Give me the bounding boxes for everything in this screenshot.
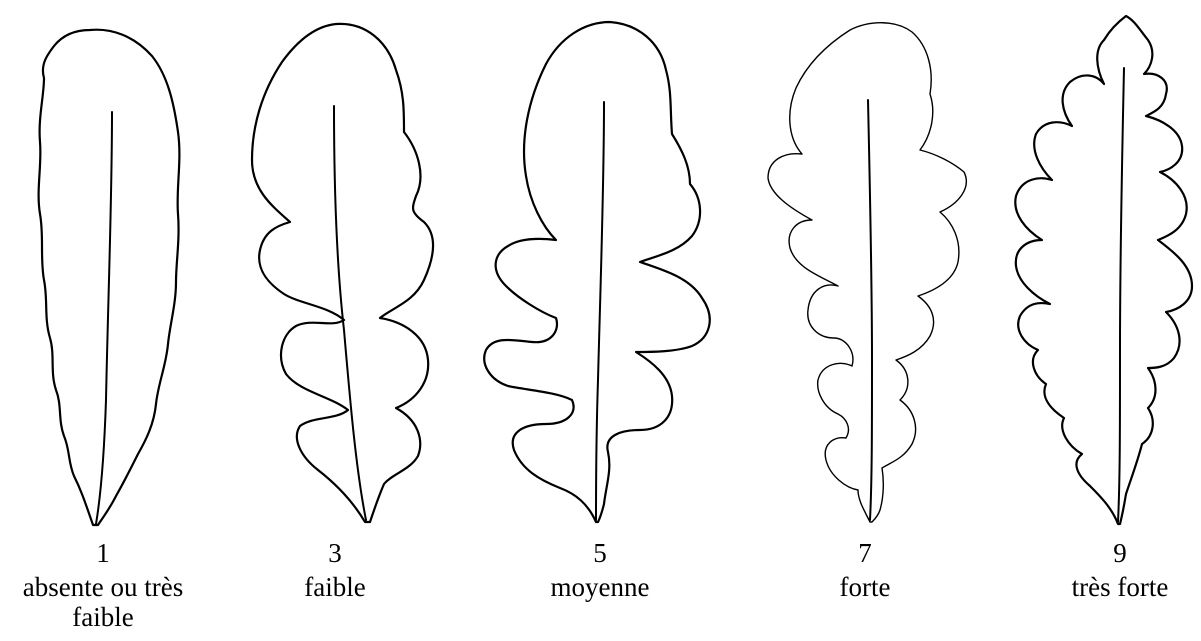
leaf-1-caption: 1 absente ou très faible	[5, 538, 201, 632]
leaf-9-drawing	[1015, 16, 1192, 524]
leaf-5-caption: 5 moyenne	[520, 538, 680, 602]
leaf-7-code: 7	[810, 538, 920, 568]
leaf-7-caption: 7 forte	[810, 538, 920, 602]
leaf-7-midrib	[868, 100, 872, 520]
leaf-7-drawing	[768, 23, 966, 522]
leaf-3-label: faible	[275, 572, 395, 602]
leaf-5-label: moyenne	[520, 572, 680, 602]
leaf-9-midrib	[1118, 68, 1124, 522]
leaf-5-drawing	[484, 22, 709, 522]
leaf-9-caption: 9 très forte	[1045, 538, 1195, 602]
leaf-5-midrib	[596, 102, 604, 520]
leaf-3-caption: 3 faible	[275, 538, 395, 602]
leaf-1-label: absente ou très faible	[5, 572, 201, 632]
leaf-9-code: 9	[1045, 538, 1195, 568]
leaf-1-code: 1	[5, 538, 201, 568]
leaf-7-label: forte	[810, 572, 920, 602]
leaf-5-code: 5	[520, 538, 680, 568]
leaf-1-drawing	[39, 30, 180, 525]
leaf-7-outline	[768, 23, 966, 522]
leaf-3-code: 3	[275, 538, 395, 568]
leaf-9-outline	[1015, 16, 1192, 524]
leaf-3-midrib	[334, 106, 366, 520]
leaf-1-midrib	[96, 112, 112, 524]
leaf-9-label: très forte	[1045, 572, 1195, 602]
leaf-3-drawing	[252, 24, 433, 522]
leaf-3-outline	[252, 24, 433, 522]
